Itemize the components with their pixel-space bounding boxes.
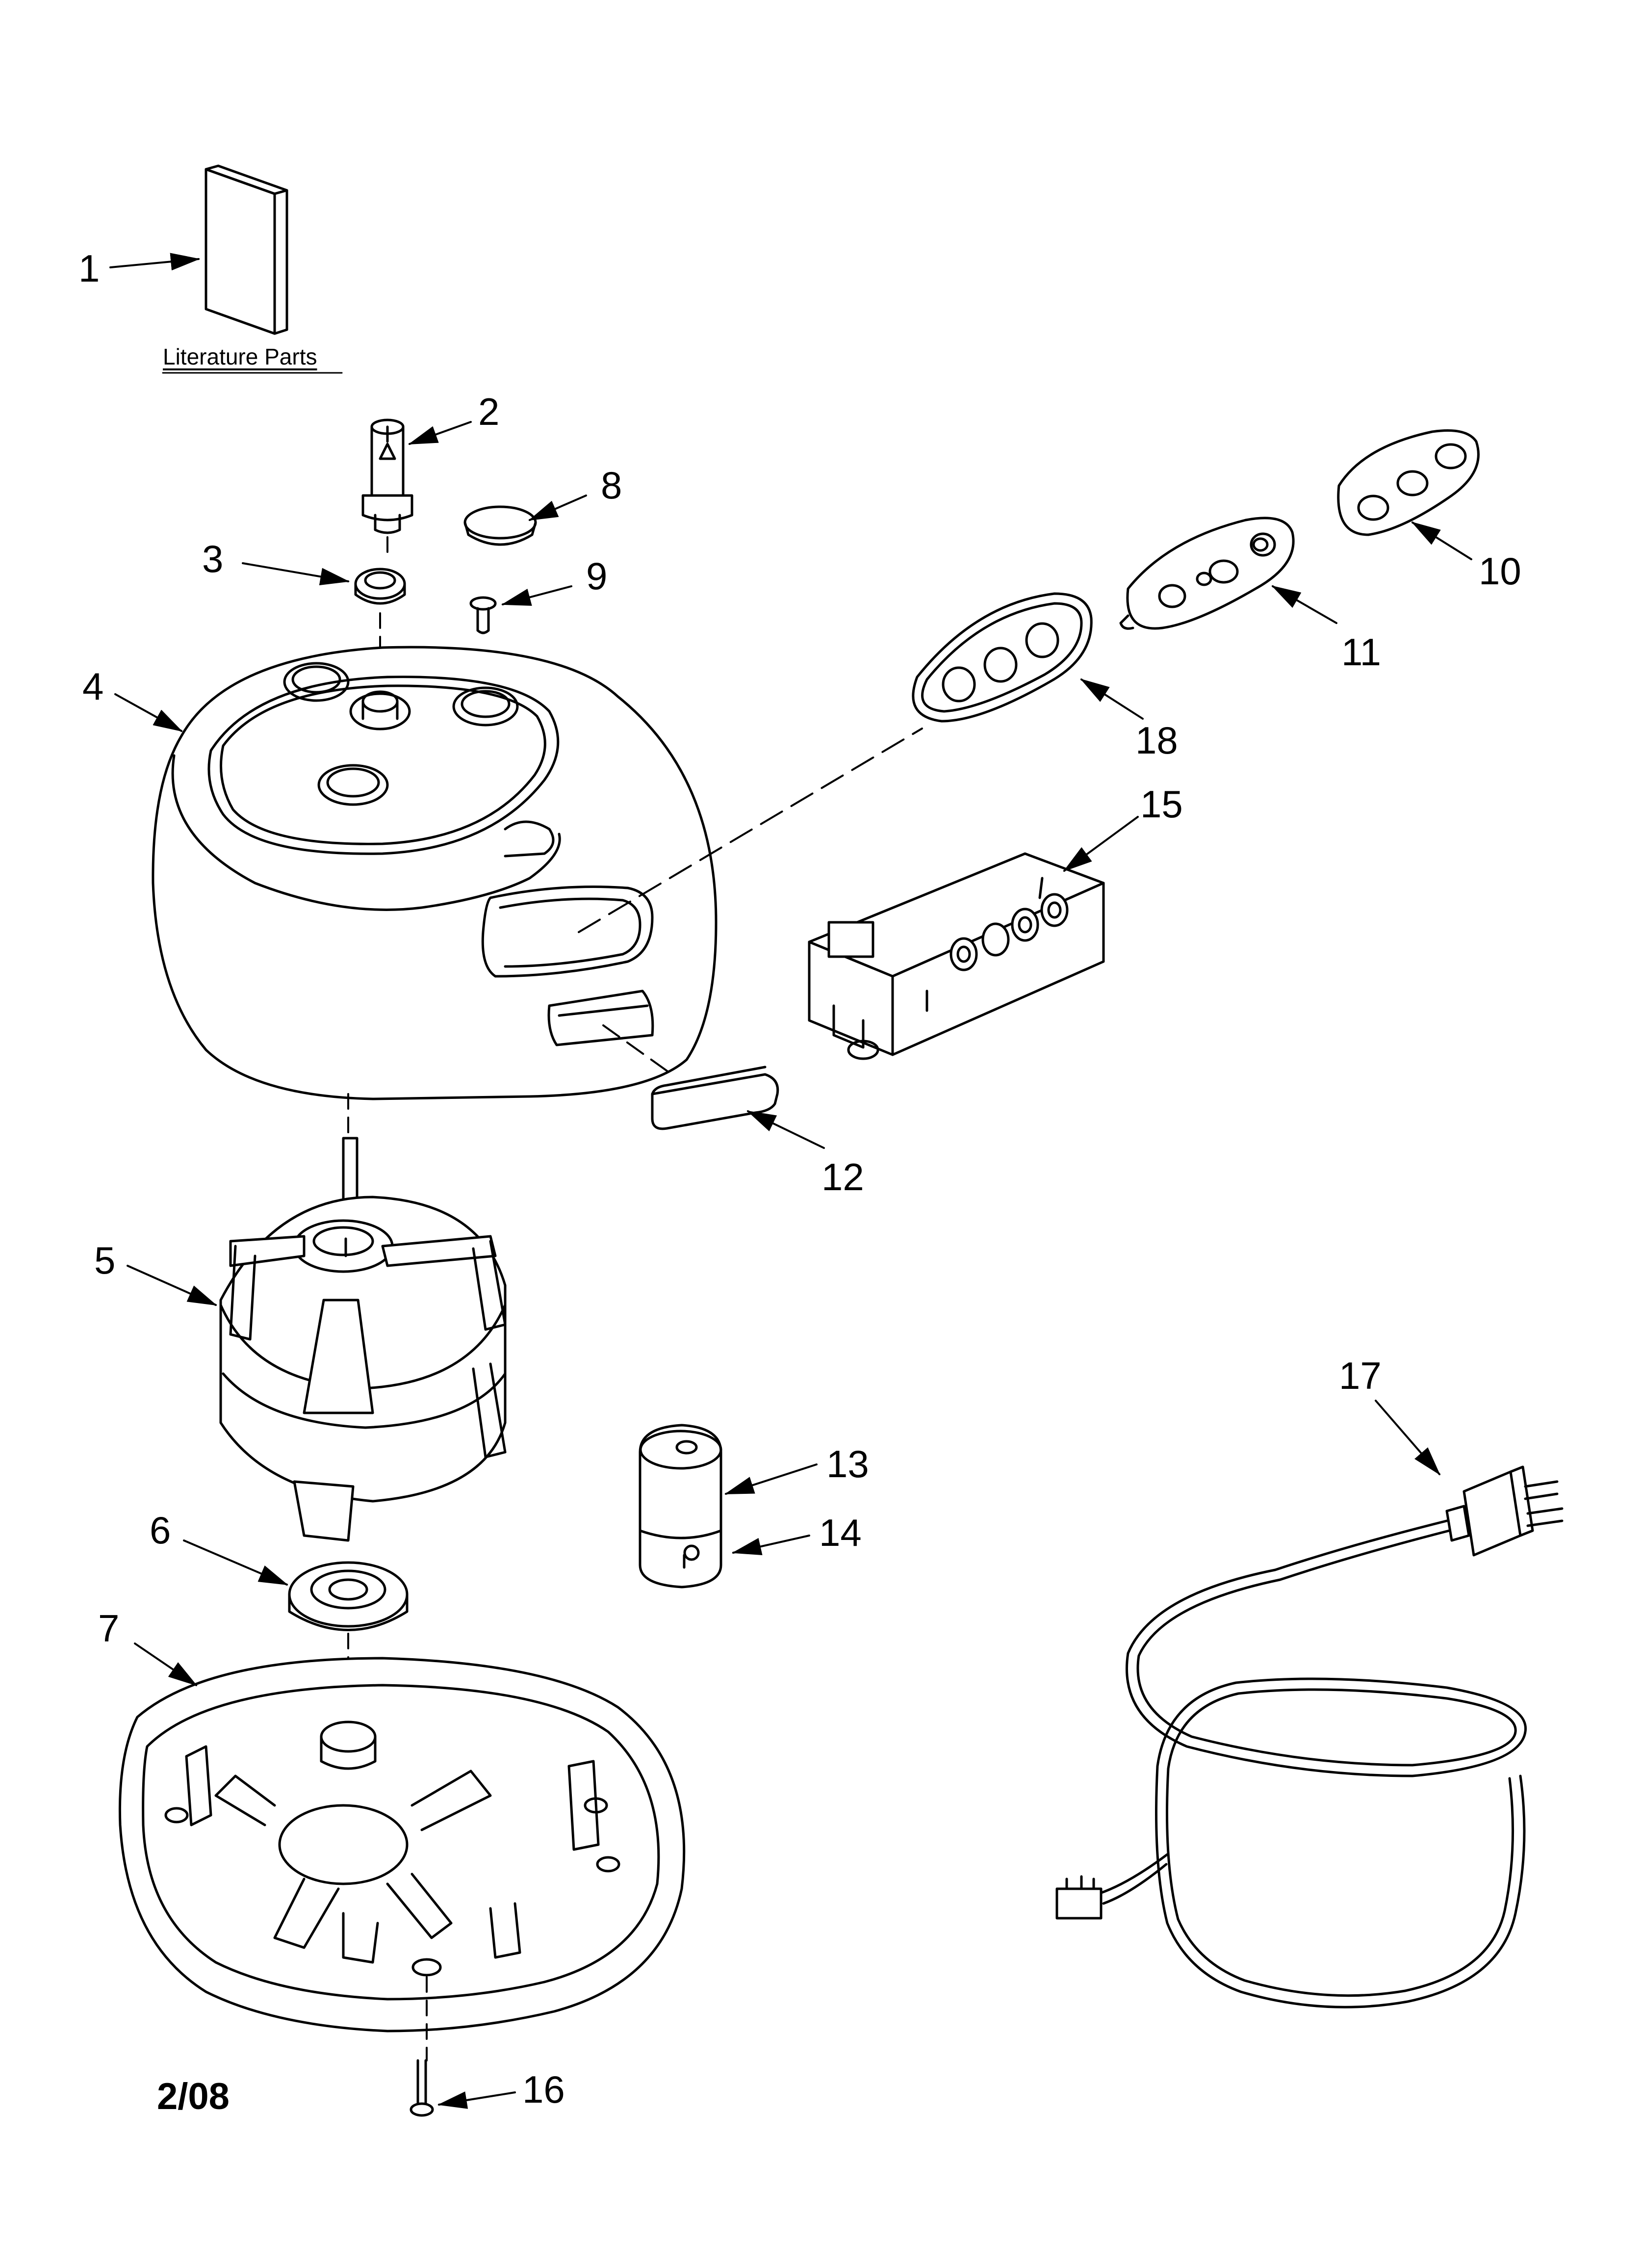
callout-3: 3 bbox=[202, 537, 224, 580]
motor-part bbox=[221, 1138, 505, 1540]
callout-12: 12 bbox=[821, 1155, 864, 1199]
motor-housing-part bbox=[153, 647, 716, 1099]
base-part bbox=[120, 1658, 684, 2031]
callout-7: 7 bbox=[98, 1607, 120, 1650]
callout-13: 13 bbox=[826, 1442, 869, 1486]
gasket-part bbox=[913, 594, 1091, 721]
literature-booklet-part bbox=[206, 166, 287, 334]
callout-4: 4 bbox=[82, 665, 104, 708]
callout-5: 5 bbox=[94, 1239, 116, 1282]
callout-2: 2 bbox=[478, 390, 500, 433]
cap-plug-part bbox=[465, 507, 536, 545]
literature-parts-label: Literature Parts bbox=[163, 344, 317, 369]
leader-arrows bbox=[109, 253, 1472, 2109]
callout-8: 8 bbox=[601, 464, 622, 507]
callout-16: 16 bbox=[522, 2068, 565, 2111]
callout-11: 11 bbox=[1341, 630, 1381, 674]
callout-14: 14 bbox=[819, 1511, 862, 1554]
base-screw-part bbox=[411, 2060, 433, 2115]
callout-17: 17 bbox=[1339, 1354, 1382, 1397]
revision-date: 2/08 bbox=[157, 2076, 230, 2117]
screw-part bbox=[471, 598, 495, 633]
callout-15: 15 bbox=[1140, 782, 1183, 826]
seal-part bbox=[289, 1563, 407, 1630]
power-cord-part bbox=[1057, 1467, 1562, 2007]
bearing-part bbox=[356, 569, 405, 603]
button-carrier-part bbox=[1121, 518, 1293, 628]
callout-18: 18 bbox=[1135, 719, 1178, 762]
callout-9: 9 bbox=[586, 554, 608, 598]
callout-10: 10 bbox=[1479, 549, 1521, 593]
callout-6: 6 bbox=[150, 1509, 171, 1552]
indicator-lens-part bbox=[652, 1067, 778, 1129]
capacitor-part bbox=[640, 1425, 721, 1587]
control-overlay-part bbox=[1338, 431, 1479, 535]
drive-coupler-part bbox=[363, 420, 412, 533]
switch-assembly-part bbox=[809, 854, 1103, 1059]
callout-1: 1 bbox=[78, 247, 100, 290]
